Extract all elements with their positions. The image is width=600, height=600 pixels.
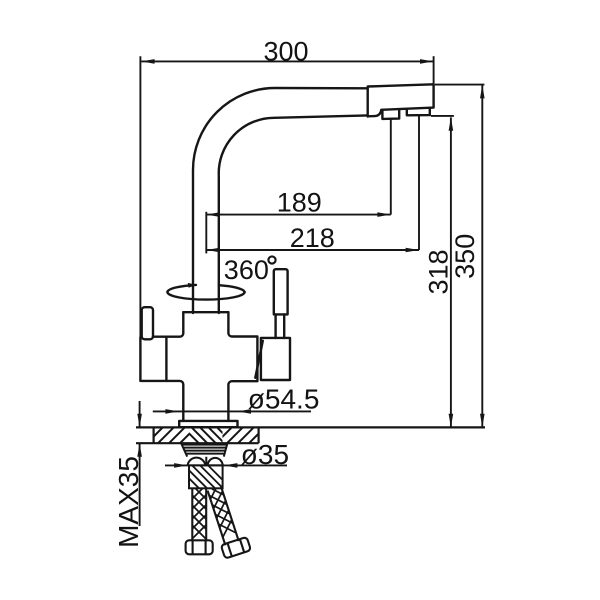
svg-text:218: 218 (290, 223, 335, 253)
svg-text:318: 318 (424, 249, 454, 294)
svg-text:MAX35: MAX35 (113, 456, 144, 548)
svg-text:300: 300 (263, 37, 308, 67)
svg-text:ø35: ø35 (241, 439, 289, 470)
svg-text:189: 189 (277, 187, 322, 217)
svg-text:350: 350 (450, 234, 480, 279)
svg-text:ø54.5: ø54.5 (248, 384, 320, 415)
svg-text:360: 360 (224, 255, 269, 285)
